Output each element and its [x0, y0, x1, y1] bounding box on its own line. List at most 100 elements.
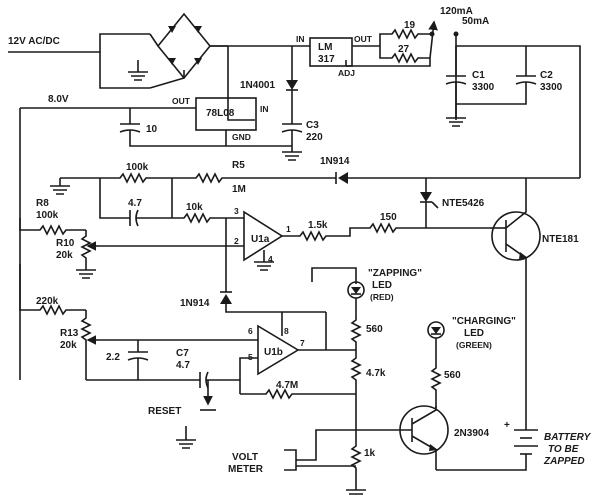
- r100k-top-label: 100k: [126, 162, 149, 173]
- c47-top-label: 4.7: [128, 198, 142, 209]
- r1k-label: 1k: [364, 448, 376, 459]
- ground-left-top: [50, 178, 70, 195]
- resistor-47m: [240, 388, 356, 400]
- lm317-regulator: [309, 37, 353, 67]
- wire-adj-feedback: [346, 58, 431, 67]
- c3-label-b: 220: [306, 132, 323, 143]
- r10-label-b: 20k: [56, 250, 73, 261]
- r7808-out-label: OUT: [172, 96, 191, 106]
- lm317-label-a: LM: [318, 42, 332, 53]
- c10-label: 10: [146, 124, 158, 135]
- wire-c7-u1b: [206, 357, 258, 381]
- nte5426-label: NTE5426: [442, 198, 485, 209]
- led-zapping: [311, 267, 365, 314]
- zap-led-label-c: (RED): [370, 292, 394, 302]
- batt-label-c: ZAPPED: [543, 456, 585, 467]
- chg-led-label-a: "CHARGING": [452, 316, 516, 327]
- u1b-pin6: 6: [248, 326, 253, 336]
- resistor-19: [379, 28, 430, 46]
- c1-label-a: C1: [472, 70, 485, 81]
- resistor-560-a: [350, 314, 362, 352]
- opamp-u1b: [257, 324, 300, 376]
- capacitor-c2: [456, 46, 537, 105]
- r10-label-a: R10: [56, 238, 75, 249]
- capacitor-c1: [445, 46, 467, 127]
- resistor-1k: [350, 440, 362, 490]
- zap-led-label-b: LED: [372, 280, 392, 291]
- q2n3904-label: 2N3904: [454, 428, 489, 439]
- transistor-2n3904: [356, 405, 449, 470]
- capacitor-10: [119, 108, 292, 147]
- wire-right-rail: [455, 34, 581, 178]
- r150-label: 150: [380, 212, 397, 223]
- scr-nte5426: [420, 178, 439, 228]
- d1n914-mid-label: 1N914: [180, 298, 210, 309]
- volt-meter-jack[interactable]: [284, 429, 356, 471]
- c2-label-b: 3300: [540, 82, 563, 93]
- lm317-adj-label: ADJ: [338, 68, 355, 78]
- range-switch[interactable]: [428, 20, 459, 59]
- reset-switch[interactable]: [200, 380, 216, 411]
- potentiometer-r13[interactable]: [80, 310, 98, 380]
- c22-label: 2.2: [106, 352, 120, 363]
- resistor-10k: [172, 212, 244, 224]
- chg-led-label-b: LED: [464, 328, 484, 339]
- capacitor-c3: [281, 118, 303, 161]
- u1b-pin8: 8: [284, 326, 289, 336]
- battery-to-be-zapped: [436, 429, 538, 471]
- led-charging: [427, 321, 445, 362]
- resistors-15k-150: [282, 222, 426, 242]
- r15k-label: 1.5k: [308, 220, 328, 231]
- d1n914-top-label: 1N914: [320, 156, 350, 167]
- r220k-label: 220k: [36, 296, 59, 307]
- r7808-label: 78L08: [206, 108, 235, 119]
- batt-label-b: TO BE: [548, 444, 579, 455]
- lm317-label-b: 317: [318, 54, 335, 65]
- r13-label-b: 20k: [60, 340, 77, 351]
- wire-47-left: [99, 178, 130, 219]
- c7-label-a: C7: [176, 348, 189, 359]
- diode-1n4001: [286, 46, 298, 118]
- d1n4001-label: 1N4001: [240, 80, 275, 91]
- u1a-label: U1a: [251, 234, 270, 245]
- chg-led-label-c: (GREEN): [456, 340, 492, 350]
- r5-label-b: 1M: [232, 184, 246, 195]
- rail-8v-label: 8.0V: [48, 94, 69, 105]
- resistor-220k: [19, 282, 86, 316]
- wire-bridge-7808: [227, 46, 255, 121]
- reset-ground: [176, 426, 196, 449]
- opamp-u1a: [243, 210, 284, 262]
- r7808-in-label: IN: [260, 104, 269, 114]
- i120-label: 120mA: [440, 6, 473, 17]
- diode-1n914-top: [335, 172, 580, 184]
- u1b-pin7: 7: [300, 338, 305, 348]
- r7808-gnd-label: GND: [232, 132, 251, 142]
- i50-label: 50mA: [462, 16, 489, 27]
- bridge-rectifier: [8, 12, 228, 89]
- transistor-nte181: [490, 178, 541, 272]
- u1a-pin4: 4: [268, 254, 273, 264]
- nte181-label: NTE181: [542, 234, 579, 245]
- volt-label: VOLT: [232, 452, 258, 463]
- u1a-pin1: 1: [286, 224, 291, 234]
- r560b-label: 560: [444, 370, 461, 381]
- r47k-label: 4.7k: [366, 368, 386, 379]
- u1b-pin5: 5: [248, 352, 253, 362]
- c1-label-b: 3300: [472, 82, 495, 93]
- r19-label: 19: [404, 20, 416, 31]
- batt-plus: +: [504, 420, 510, 431]
- ground-bottom: [346, 489, 366, 495]
- potentiometer-r10[interactable]: [76, 230, 98, 279]
- resistor-r5: [172, 172, 336, 184]
- resistor-47k: [350, 352, 362, 440]
- diode-1n914-mid: [220, 218, 326, 313]
- r10k-label: 10k: [186, 202, 203, 213]
- c7-label-b: 4.7: [176, 360, 190, 371]
- zap-led-label-a: "ZAPPING": [368, 268, 422, 279]
- lm317-in-label: IN: [296, 34, 305, 44]
- r5-label-a: R5: [232, 160, 245, 171]
- r27-label: 27: [398, 44, 410, 55]
- r8-label-b: 100k: [36, 210, 59, 221]
